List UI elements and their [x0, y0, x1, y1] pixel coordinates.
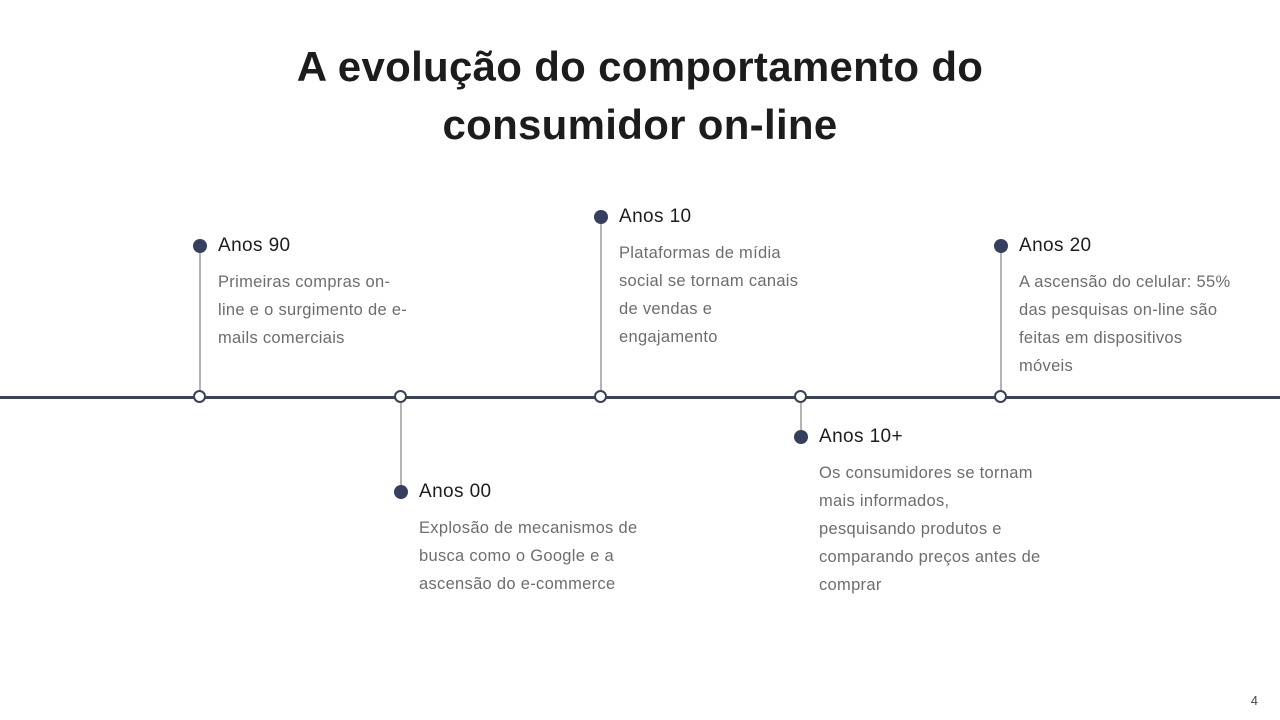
timeline-axis — [0, 396, 1280, 399]
milestone-connector — [1000, 246, 1002, 397]
milestone-description: A ascensão do celular: 55% das pesquisas… — [1019, 273, 1231, 375]
milestone-dot — [193, 239, 207, 253]
milestone-dot — [994, 239, 1008, 253]
milestone-label: Anos 10 — [619, 206, 692, 227]
milestone-label: Anos 90 — [218, 235, 291, 256]
milestone-label: Anos 00 — [419, 481, 492, 502]
milestone-connector — [199, 246, 201, 397]
milestone-description: Explosão de mecanismos de busca como o G… — [419, 519, 638, 593]
timeline-node — [594, 390, 607, 403]
milestone-connector — [400, 397, 402, 492]
milestone-label: Anos 10+ — [819, 426, 904, 447]
timeline-node — [394, 390, 407, 403]
milestone-dot — [594, 210, 608, 224]
milestone-connector — [800, 397, 802, 437]
milestone-dot — [394, 485, 408, 499]
milestone-connector — [600, 217, 602, 397]
milestone-dot — [794, 430, 808, 444]
page-number: 4 — [1250, 693, 1258, 708]
timeline-node — [193, 390, 206, 403]
timeline-node — [994, 390, 1007, 403]
milestone-description: Plataformas de mídia social se tornam ca… — [619, 244, 799, 346]
milestone-label: Anos 20 — [1019, 235, 1092, 256]
milestone-description: Primeiras compras on- line e o surgiment… — [218, 273, 408, 347]
milestone-description: Os consumidores se tornam mais informado… — [819, 464, 1041, 594]
timeline-node — [794, 390, 807, 403]
slide-title: A evolução do comportamento do consumido… — [296, 43, 984, 148]
